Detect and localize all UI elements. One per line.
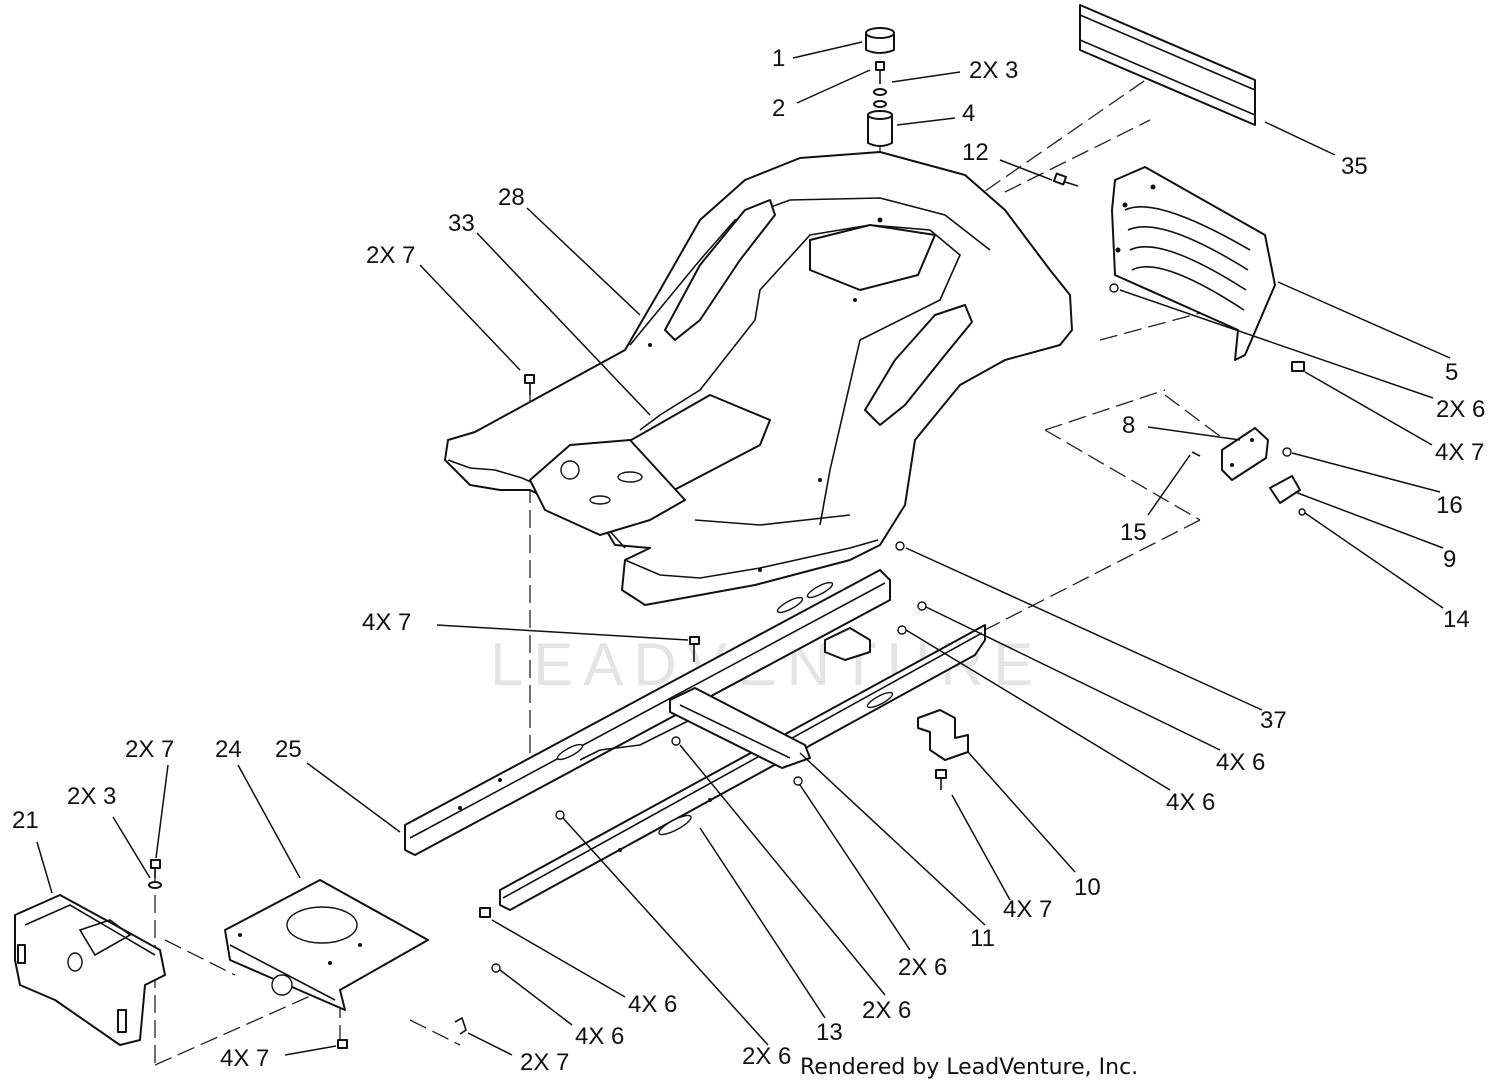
callout-2x6-cross: 2X 6 — [898, 954, 947, 981]
callout-4x6-bottom: 4X 6 — [575, 1023, 624, 1050]
bolt-12 — [1052, 172, 1079, 187]
callout-33: 33 — [448, 210, 475, 237]
screw-4x7-bottom — [337, 1039, 348, 1049]
credit-text: Rendered by LeadVenture, Inc. — [800, 1055, 1138, 1080]
callout-labels: 1 2 2X 3 4 12 35 28 33 2X 7 5 2X 6 4X 7 … — [12, 45, 1485, 1076]
callout-4x7-rear: 4X 7 — [1435, 439, 1484, 466]
callout-2x3-top: 2X 3 — [969, 57, 1018, 84]
clip-2x7-bottom — [454, 1016, 467, 1035]
clip-bracket-part — [917, 709, 969, 790]
cross-member-part — [669, 687, 811, 769]
callout-28: 28 — [498, 184, 525, 211]
callout-2x7-top: 2X 7 — [366, 242, 415, 269]
callout-2x6-rear: 2X 6 — [1436, 396, 1485, 423]
frame-bracket-upper — [824, 627, 871, 661]
screw-part — [873, 61, 887, 108]
callout-24: 24 — [215, 736, 242, 763]
sleeve-part — [867, 110, 893, 147]
callout-13: 13 — [816, 1019, 843, 1046]
callout-4x7-frame: 4X 7 — [362, 609, 411, 636]
bolt-4x7-rear — [1291, 361, 1305, 372]
callout-2x6-lower: 2X 6 — [862, 997, 911, 1024]
rear-cover-part — [1109, 166, 1276, 361]
callout-2x7-bottom: 2X 7 — [520, 1049, 569, 1076]
callout-4x7-clip: 4X 7 — [1003, 896, 1052, 923]
callout-14: 14 — [1443, 606, 1470, 633]
callout-11: 11 — [970, 925, 995, 952]
bracket-part — [1221, 427, 1269, 481]
callout-16: 16 — [1436, 492, 1463, 519]
callout-35: 35 — [1341, 153, 1368, 180]
strip-part — [1079, 4, 1256, 126]
callout-5: 5 — [1445, 359, 1458, 386]
callout-12: 12 — [962, 139, 989, 166]
callout-2x6-bottom: 2X 6 — [742, 1043, 791, 1070]
mount-plate-part — [224, 879, 429, 1011]
callout-4x7-bottom: 4X 7 — [220, 1045, 269, 1072]
callout-2: 2 — [772, 95, 785, 122]
callout-8: 8 — [1122, 412, 1135, 439]
callout-21: 21 — [12, 807, 39, 834]
callout-4x6-upper: 4X 6 — [1216, 749, 1265, 776]
frame-slots — [458, 581, 894, 852]
callout-37: 37 — [1260, 707, 1287, 734]
callout-2x7-left: 2X 7 — [125, 736, 174, 763]
callout-4x6-lower: 4X 6 — [628, 991, 677, 1018]
callout-15: 15 — [1120, 519, 1147, 546]
callout-1: 1 — [772, 45, 785, 72]
frame-rail-right — [499, 624, 986, 911]
bumper-part — [1191, 447, 1306, 516]
leader-lines — [36, 41, 1451, 1056]
callout-4x6-middle: 4X 6 — [1166, 789, 1215, 816]
callout-25: 25 — [275, 736, 302, 763]
side-shield-part — [14, 894, 166, 1046]
callout-2x3-left: 2X 3 — [67, 783, 116, 810]
fender-body-part — [444, 151, 1073, 606]
knob-part — [865, 27, 895, 54]
callout-9: 9 — [1443, 546, 1456, 573]
frame-rail-left — [404, 569, 891, 856]
screw-2x7-left — [148, 859, 162, 889]
screw-2x7-top — [524, 374, 535, 395]
callout-4: 4 — [962, 100, 975, 127]
callout-10: 10 — [1074, 874, 1101, 901]
